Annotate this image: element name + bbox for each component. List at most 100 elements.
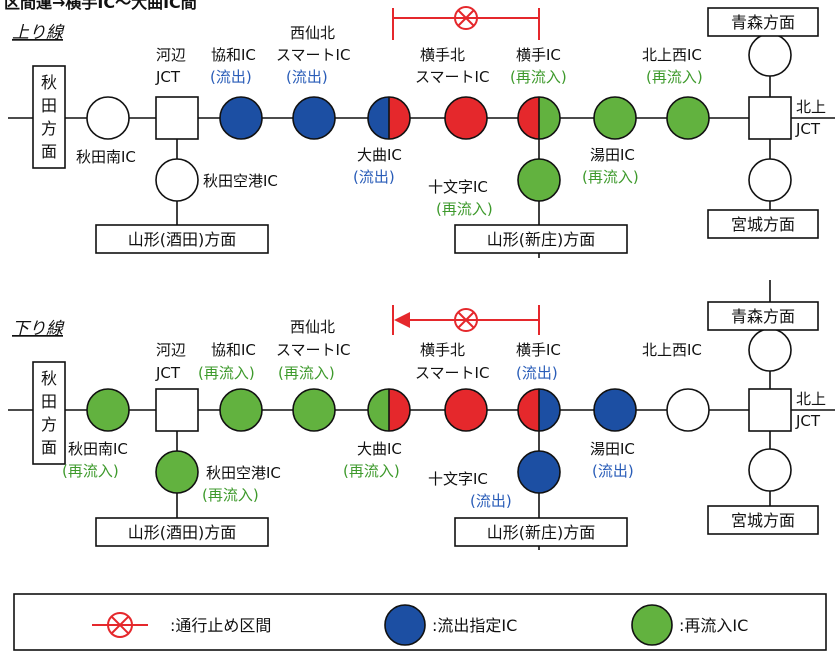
up-label-akita-kuko: 秋田空港IC [203, 172, 278, 190]
up-node-akita-kuko [155, 158, 199, 202]
up-line-diagram: 上り線 秋 田 方 面 [8, 6, 835, 258]
up-node-kitakami-jct [748, 96, 792, 140]
down-label-akita-minami: 秋田南IC [68, 440, 128, 458]
up-sakata-box [95, 224, 269, 254]
down-node-kyowa [219, 388, 263, 432]
down-node-aomori-dir [748, 328, 792, 372]
up-node-miyagi-dir [748, 158, 792, 202]
up-label-kitakami-nishi: 北上西IC [642, 46, 702, 64]
up-label-akita-minami: 秋田南IC [76, 148, 136, 166]
down-label-kitakami-nishi: 北上西IC [642, 341, 702, 359]
header-fragment: 区間運→横手IC～大曲IC間 [4, 0, 197, 12]
up-label-kawabe-jct: JCT [155, 68, 181, 86]
up-label-kyowa-status: (流出) [210, 68, 252, 86]
up-label-kitakami-jct: JCT [795, 120, 821, 138]
up-label-yuda-status: (再流入) [582, 168, 639, 186]
down-label-kawabe-jct: JCT [155, 364, 181, 382]
up-node-jumonji [517, 158, 561, 202]
up-node-kawabe-jct [155, 96, 199, 140]
up-closure-marker [392, 6, 540, 40]
up-label-nishisen: 西仙北 [290, 24, 335, 42]
up-shinjo-box [454, 224, 628, 254]
down-node-yokote-kita [444, 388, 488, 432]
legend-reentry-icon [631, 604, 673, 646]
up-akita-box [32, 65, 66, 169]
up-label-yokote-kita: 横手北 [420, 46, 465, 64]
up-node-aomori-dir [748, 33, 792, 77]
up-shinjo-label: 山形(新庄)方面 [487, 230, 596, 249]
legend-closure-label: :通行止め区間 [170, 616, 271, 635]
up-akita-box-char: 秋 [41, 73, 57, 92]
down-node-omagari [367, 388, 411, 432]
down-line-diagram: 下り線 秋 田 方 面 [8, 280, 835, 550]
up-label-yokote-kita-smart: スマートIC [415, 68, 489, 86]
down-label-akita-kuko-status: (再流入) [202, 486, 259, 504]
down-label-kyowa: 協和IC [211, 341, 256, 359]
up-label-jumonji: 十文字IC [428, 178, 488, 196]
down-node-jumonji [517, 450, 561, 494]
down-sakata-box [95, 517, 269, 547]
up-label-omagari: 大曲IC [357, 146, 402, 164]
down-label-omagari-status: (再流入) [343, 462, 400, 480]
down-label-nishisen: 西仙北 [290, 318, 335, 336]
down-node-miyagi-dir [748, 448, 792, 492]
up-label-kawabe: 河辺 [156, 46, 186, 64]
down-label-yokote-status: (流出) [516, 364, 558, 382]
down-label-jumonji-status: (流出) [470, 492, 512, 510]
down-akita-box [32, 361, 66, 465]
up-aomori-label: 青森方面 [731, 13, 795, 32]
up-label-nishisen-smart: スマートIC [276, 46, 350, 64]
down-label-yokote-kita: 横手北 [420, 341, 465, 359]
down-label-akita-kuko: 秋田空港IC [206, 464, 281, 482]
down-akita-box-char: 田 [41, 392, 57, 411]
down-label-yuda-status: (流出) [592, 462, 634, 480]
legend-exit-icon [384, 604, 426, 646]
down-miyagi-box [707, 505, 819, 535]
up-label-nishisen-status: (流出) [286, 68, 328, 86]
down-aomori-label: 青森方面 [731, 307, 795, 326]
up-sakata-label: 山形(酒田)方面 [128, 230, 237, 249]
down-node-akita-kuko [155, 450, 199, 494]
up-aomori-box [707, 7, 819, 37]
down-miyagi-label: 宮城方面 [731, 511, 795, 530]
down-akita-box-char: 方 [41, 415, 57, 434]
down-aomori-box [707, 301, 819, 331]
down-closure-marker [392, 305, 540, 335]
down-node-kawabe-jct [155, 388, 199, 432]
up-node-omagari [367, 96, 411, 140]
down-label-akita-minami-status: (再流入) [62, 462, 119, 480]
down-sakata-label: 山形(酒田)方面 [128, 523, 237, 542]
down-label-omagari: 大曲IC [357, 440, 402, 458]
legend-reentry-label: :再流入IC [679, 616, 748, 635]
down-label-kitakami-jct: JCT [795, 412, 821, 430]
down-node-yokote [517, 388, 561, 432]
up-label-jumonji-status: (再流入) [436, 200, 493, 218]
down-node-akita-minami [86, 388, 130, 432]
down-shinjo-label: 山形(新庄)方面 [487, 523, 596, 542]
down-label-jumonji: 十文字IC [428, 470, 488, 488]
down-node-yuda [593, 388, 637, 432]
up-node-yuda [593, 96, 637, 140]
down-node-kitakami-nishi [666, 388, 710, 432]
down-node-nishisenboku [292, 388, 336, 432]
down-akita-box-char: 秋 [41, 369, 57, 388]
down-shinjo-box [454, 517, 628, 547]
up-miyagi-box [707, 209, 819, 239]
up-label-kitakami-nishi-status: (再流入) [646, 68, 703, 86]
up-node-akita-minami [86, 96, 130, 140]
down-label-kawabe: 河辺 [156, 341, 186, 359]
legend: :通行止め区間 :流出指定IC :再流入IC [13, 593, 827, 651]
up-label-yokote-status: (再流入) [510, 68, 567, 86]
up-line-title: 上り線 [12, 23, 65, 43]
up-node-kitakami-nishi [666, 96, 710, 140]
up-label-yokote: 横手IC [516, 46, 561, 64]
down-label-nishisen-status: (再流入) [278, 364, 335, 382]
up-label-yuda: 湯田IC [590, 146, 635, 164]
up-node-yokote-kita [444, 96, 488, 140]
down-label-nishisen-smart: スマートIC [276, 341, 350, 359]
down-label-kitakami: 北上 [796, 390, 826, 408]
up-label-kitakami: 北上 [796, 98, 826, 116]
legend-exit-label: :流出指定IC [432, 616, 517, 635]
down-label-yokote-kita-smart: スマートIC [415, 364, 489, 382]
